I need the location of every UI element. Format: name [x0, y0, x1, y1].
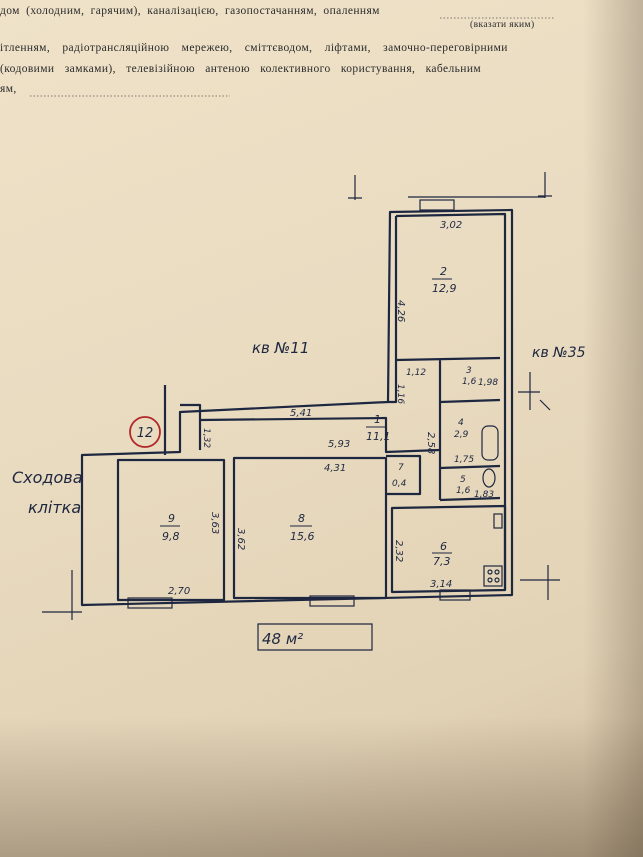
room-7-area: 0,4	[392, 479, 407, 489]
room-4-area: 2,9	[454, 430, 469, 440]
outer-wall-inner	[388, 212, 507, 590]
dim-1-75: 1,75	[454, 455, 474, 465]
room-9-area: 9,8	[162, 530, 180, 543]
header-line-3: (кодовими замками), телевізійною антеною…	[0, 63, 482, 75]
room-8-wall	[232, 456, 388, 600]
dim-3-63: 3,63	[209, 512, 220, 534]
bathtub-icon	[481, 425, 499, 461]
room-1-number: 1	[374, 413, 381, 426]
room-5-area: 1,6	[456, 486, 471, 496]
total-area: 48 м²	[262, 630, 303, 648]
room-6-number: 6	[440, 540, 447, 553]
room-4-number: 4	[458, 418, 464, 428]
stair-label-2: клітка	[28, 498, 81, 517]
stove-icon	[483, 565, 503, 587]
window-room-9	[127, 597, 173, 609]
entrance-wall	[163, 385, 202, 455]
header-line-2: ітленням, радіотрансляційною мережею, см…	[0, 42, 508, 54]
window-room-8	[309, 595, 355, 607]
room-1-area: 11,1	[366, 430, 391, 443]
dim-1-98: 1,98	[478, 378, 498, 388]
header-line-1: дом (холодним, гарячим), каналізацією, г…	[0, 5, 380, 17]
corridor-wall	[199, 416, 441, 454]
room-3-area: 1,6	[462, 377, 477, 387]
page-shadow-bottom	[0, 717, 643, 857]
dim-1-32: 1,32	[201, 428, 211, 448]
header-hint: (вказати яким)	[470, 20, 535, 30]
room-6-wall	[390, 504, 507, 594]
room-labels: 2 12,9 1 11,1 8 15,6 9 9,8 6 7,3 7 0,4 3…	[160, 265, 477, 568]
sink-icon	[493, 513, 503, 529]
outer-wall	[80, 208, 514, 607]
area-box	[257, 623, 373, 651]
wall-break-right	[518, 372, 551, 411]
header-line-4: ям,	[0, 83, 17, 95]
room-5-number: 5	[460, 475, 466, 485]
dim-1-12: 1,12	[406, 368, 426, 378]
room-3-number: 3	[466, 366, 472, 376]
dimension-labels: 3,02 4,26 5,41 5,93 4,31 3,62 3,63 2,70 …	[168, 220, 498, 597]
room-2-number: 2	[440, 265, 447, 278]
dim-3-62: 3,62	[235, 528, 246, 550]
marker-number: 12	[137, 426, 154, 441]
dim-1-16: 1,16	[395, 384, 405, 404]
window-room-6	[439, 589, 471, 601]
dim-2-58: 2,58	[425, 432, 436, 454]
dim-3-14: 3,14	[430, 579, 452, 590]
dim-5-93: 5,93	[328, 439, 350, 450]
room-8-area: 15,6	[290, 530, 315, 543]
toilet-icon	[482, 468, 496, 488]
dim-5-41: 5,41	[290, 408, 312, 419]
room-7-number: 7	[398, 463, 404, 473]
wall-break-top	[348, 172, 552, 200]
neighbor-left-label: кв №11	[252, 339, 309, 357]
room-9-wall	[116, 458, 226, 602]
dim-3-02: 3,02	[440, 220, 462, 231]
dim-4-26: 4,26	[395, 300, 406, 322]
room-8-number: 8	[298, 512, 305, 525]
marker-circle	[129, 416, 161, 448]
service-walls	[395, 356, 501, 502]
dim-4-31: 4,31	[324, 463, 346, 474]
neighbor-right-label: кв №35	[532, 345, 586, 361]
room-2-area: 12,9	[432, 282, 457, 295]
room-6-area: 7,3	[433, 555, 451, 568]
dim-2-70: 2,70	[168, 586, 190, 597]
window-room-2	[419, 199, 455, 211]
room-9-number: 9	[168, 512, 175, 525]
dim-2-32: 2,32	[393, 540, 404, 562]
dim-1-83: 1,83	[474, 490, 494, 500]
room-7-wall	[386, 454, 422, 496]
stair-label-1: Сходова	[12, 468, 83, 487]
page-shadow-right	[583, 0, 643, 857]
wall-break-bottom	[42, 565, 560, 620]
